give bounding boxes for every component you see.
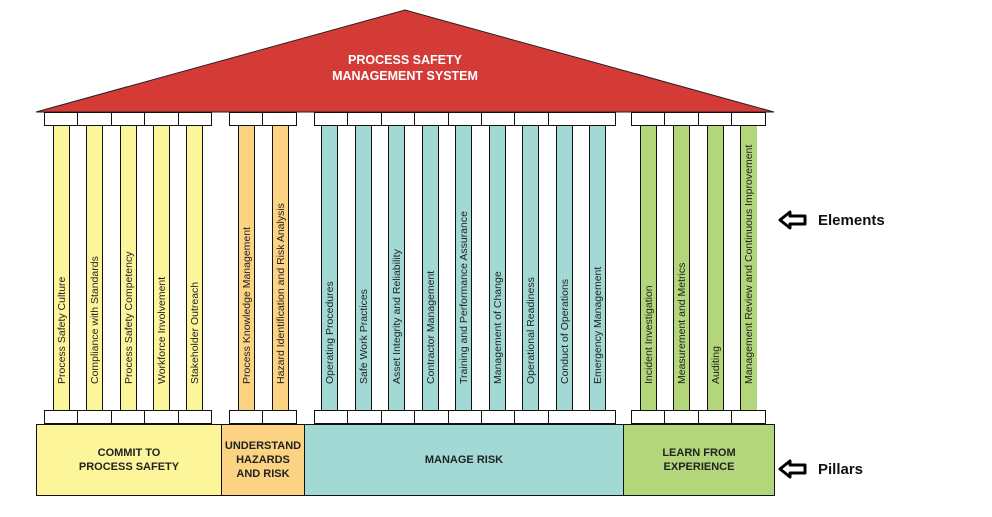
element-label: Workforce Involvement (155, 276, 168, 384)
element-label: Hazard Identification and Risk Analysis (274, 203, 287, 384)
element-label: Contractor Management (424, 270, 437, 384)
element-label: Operating Procedures (323, 281, 336, 384)
pillars-annotation-label: Pillars (818, 460, 864, 478)
pillar-label: COMMIT TO PROCESS SAFETY (78, 447, 180, 473)
element-label: Measurement and Metrics (675, 262, 688, 384)
column-capital-top (144, 112, 179, 126)
element-label: Asset Integrity and Reliability (390, 249, 403, 384)
pillar-label: UNDERSTAND HAZARDS AND RISK (224, 440, 302, 480)
column-capital-bottom (44, 410, 79, 424)
column-capital-bottom (514, 410, 549, 424)
column-capital-bottom (631, 410, 666, 424)
element-column: Operating Procedures (321, 126, 338, 410)
element-column: Operational Readiness (522, 126, 539, 410)
column-capital-bottom (414, 410, 449, 424)
element-label: Auditing (709, 346, 722, 384)
column-capital-top (664, 112, 699, 126)
pillar-commit: COMMIT TO PROCESS SAFETY (36, 424, 222, 496)
column-capital-top (481, 112, 516, 126)
element-label: Stakeholder Outreach (188, 281, 201, 384)
column-capital-bottom (110, 410, 146, 424)
element-label: Management of Change (491, 271, 504, 384)
element-label: Emergency Management (591, 266, 604, 384)
column-capital-top (44, 112, 79, 126)
column-capital-bottom (380, 410, 416, 424)
column-capital-bottom (229, 410, 264, 424)
element-label: Training and Performance Assurance (457, 211, 470, 384)
element-column: Conduct of Operations (556, 126, 573, 410)
element-column: Stakeholder Outreach (186, 126, 203, 410)
column-capital-bottom (697, 410, 733, 424)
element-column: Training and Performance Assurance (455, 126, 472, 410)
element-column: Safe Work Practices (355, 126, 372, 410)
element-column: Compliance with Standards (86, 126, 103, 410)
column-capital-top (414, 112, 449, 126)
column-capital-top (177, 112, 212, 126)
pillar-label: LEARN FROM EXPERIENCE (662, 447, 736, 473)
element-column: Management of Change (489, 126, 506, 410)
element-column: Asset Integrity and Reliability (388, 126, 405, 410)
column-capital-bottom (447, 410, 482, 424)
pillar-understand: UNDERSTAND HAZARDS AND RISK (221, 424, 305, 496)
left-arrow-outline-icon (778, 459, 807, 479)
element-column: Process Safety Culture (53, 126, 70, 410)
element-label: Management Review and Continuous Improve… (743, 144, 755, 384)
element-column: Management Review and Continuous Improve… (740, 126, 757, 410)
column-capital-bottom (144, 410, 179, 424)
column-capital-bottom (77, 410, 112, 424)
column-capital-bottom (664, 410, 699, 424)
column-capital-top (314, 112, 349, 126)
column-capital-top (229, 112, 264, 126)
column-capital-bottom (547, 410, 616, 424)
pillars-annotation: Pillars (778, 459, 863, 479)
roof-title-line1: PROCESS SAFETY (348, 53, 462, 67)
column-capital-top (380, 112, 416, 126)
element-column: Process Knowledge Management (238, 126, 255, 410)
element-label: Process Safety Competency (122, 251, 135, 384)
element-label: Safe Work Practices (357, 289, 370, 384)
column-capital-bottom (177, 410, 212, 424)
column-capital-top (77, 112, 112, 126)
left-arrow-outline-icon (778, 210, 807, 230)
element-column: Hazard Identification and Risk Analysis (272, 126, 289, 410)
element-column: Workforce Involvement (153, 126, 170, 410)
column-capital-top (731, 112, 766, 126)
element-column: Process Safety Competency (120, 126, 137, 410)
column-capital-bottom (314, 410, 349, 424)
column-capital-bottom (262, 410, 297, 424)
element-label: Operational Readiness (524, 277, 537, 384)
pillar-label: MANAGE RISK (424, 454, 504, 466)
pillar-learn: LEARN FROM EXPERIENCE (623, 424, 775, 496)
element-column: Incident Investigation (640, 126, 657, 410)
column-capital-bottom (481, 410, 516, 424)
element-label: Conduct of Operations (558, 278, 571, 384)
column-capital-top (697, 112, 733, 126)
column-capital-bottom (731, 410, 766, 424)
element-label: Process Safety Culture (55, 276, 68, 384)
column-capital-top (547, 112, 616, 126)
column-capital-top (110, 112, 146, 126)
element-column: Emergency Management (589, 126, 606, 410)
element-label: Incident Investigation (642, 285, 655, 384)
column-capital-bottom (347, 410, 382, 424)
column-capital-top (347, 112, 382, 126)
column-capital-top (447, 112, 482, 126)
element-label: Process Knowledge Management (240, 226, 253, 384)
elements-annotation-label: Elements (818, 211, 885, 229)
column-capital-top (262, 112, 297, 126)
elements-annotation: Elements (778, 210, 885, 230)
element-column: Contractor Management (422, 126, 439, 410)
element-label: Compliance with Standards (88, 256, 101, 384)
element-column: Auditing (707, 126, 724, 410)
column-capital-top (631, 112, 666, 126)
element-column: Measurement and Metrics (673, 126, 690, 410)
pillar-manage: MANAGE RISK (304, 424, 624, 496)
column-capital-top (514, 112, 549, 126)
roof-title-line2: MANAGEMENT SYSTEM (332, 69, 478, 83)
